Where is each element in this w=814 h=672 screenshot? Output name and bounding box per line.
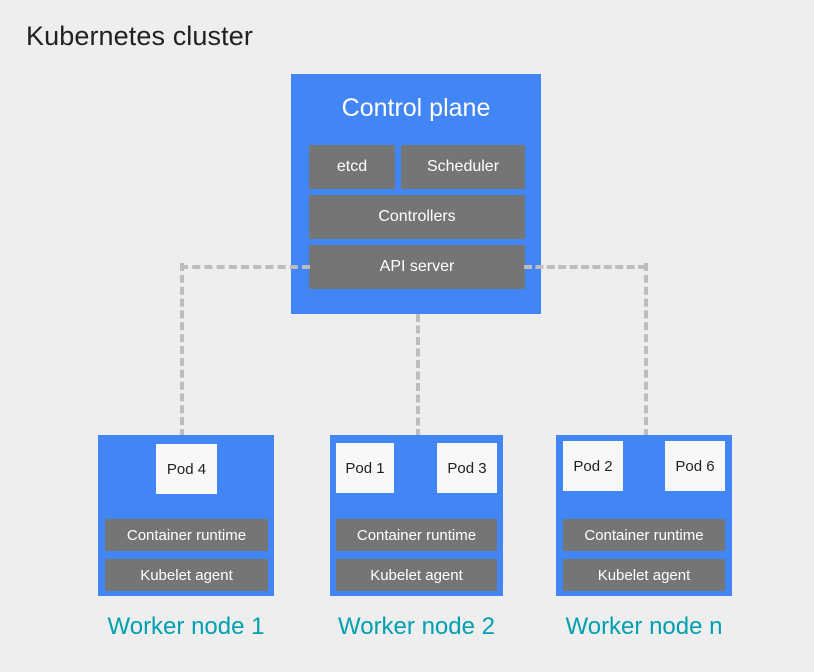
connector-api-to-worker-n-vertical <box>644 263 648 437</box>
control-plane-component-api-server[interactable]: API server <box>309 245 525 289</box>
connector-api-to-worker-1-horizontal <box>180 265 310 269</box>
control-plane-title: Control plane <box>341 94 491 122</box>
worker-node-1-pod-4[interactable]: Pod 4 <box>156 444 217 494</box>
worker-node-n-kubelet-agent[interactable]: Kubelet agent <box>563 559 725 591</box>
worker-node-n-container-runtime[interactable]: Container runtime <box>563 519 725 551</box>
worker-node-1-container-runtime[interactable]: Container runtime <box>105 519 268 551</box>
control-plane-component-scheduler[interactable]: Scheduler <box>401 145 525 189</box>
worker-node-2-kubelet-agent[interactable]: Kubelet agent <box>336 559 497 591</box>
connector-api-to-worker-n-horizontal <box>524 265 646 269</box>
worker-node-2-pod-1[interactable]: Pod 1 <box>336 443 394 493</box>
worker-node-1-kubelet-agent[interactable]: Kubelet agent <box>105 559 268 591</box>
control-plane-component-controllers[interactable]: Controllers <box>309 195 525 239</box>
worker-node-1-label: Worker node 1 <box>107 613 265 640</box>
connector-api-to-worker-1-vertical <box>180 263 184 437</box>
worker-node-2-pod-3[interactable]: Pod 3 <box>437 443 497 493</box>
page-title: Kubernetes cluster <box>26 21 253 51</box>
control-plane-component-etcd[interactable]: etcd <box>309 145 395 189</box>
connector-api-to-worker-2-vertical <box>416 314 420 437</box>
worker-node-n-pod-6[interactable]: Pod 6 <box>665 441 725 491</box>
worker-node-n-label: Worker node n <box>565 613 723 640</box>
worker-node-2-label: Worker node 2 <box>338 613 495 640</box>
worker-node-n-pod-2[interactable]: Pod 2 <box>563 441 623 491</box>
worker-node-2-container-runtime[interactable]: Container runtime <box>336 519 497 551</box>
